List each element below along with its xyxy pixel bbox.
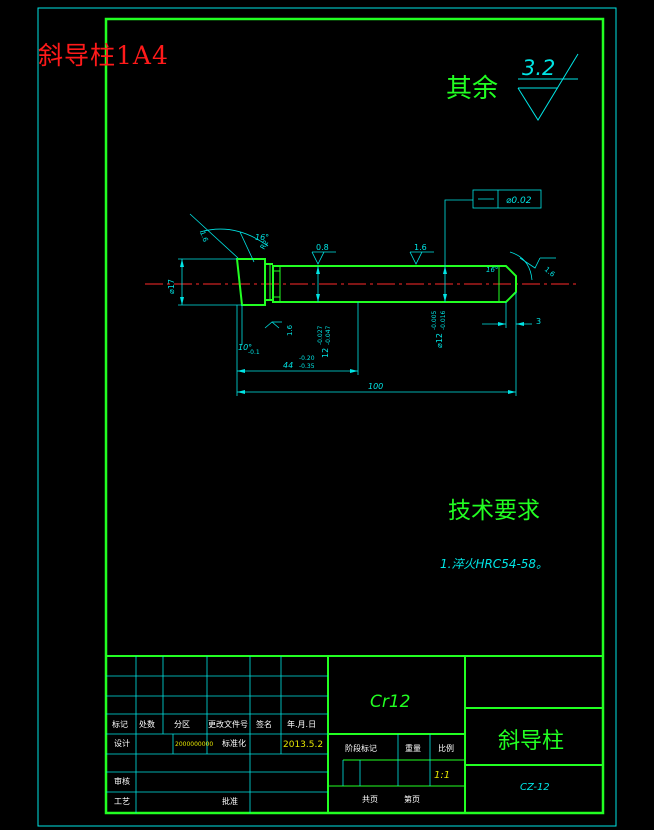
hdr-chushu: 处数 bbox=[139, 719, 155, 729]
row-gongye: 共页 bbox=[362, 795, 378, 804]
dim-len44: 44 bbox=[283, 361, 293, 370]
part-drawing: ⌀17 -0.027 -0.047 12 ⌀12 -0.005 -0.016 4… bbox=[145, 189, 578, 396]
ra-1.6-right: 1.6 bbox=[543, 265, 557, 279]
row-diye: 第页 bbox=[404, 794, 420, 804]
hdr-fenqu: 分区 bbox=[174, 720, 190, 729]
title-drawing-no: CZ-12 bbox=[520, 782, 550, 793]
surface-finish-symbol bbox=[517, 53, 579, 121]
row-sheji: 设计 bbox=[114, 738, 130, 748]
dim-dia12b-tol-upper: -0.005 bbox=[431, 310, 438, 330]
row-date: 2013.5.2 bbox=[283, 740, 323, 750]
title-block bbox=[106, 655, 603, 813]
hdr-nianyueri: 年.月.日 bbox=[287, 719, 316, 729]
dim-dia12-tol-upper: -0.027 bbox=[317, 325, 324, 345]
dim-dia12b-tol-lower: -0.016 bbox=[440, 310, 447, 330]
dim-dia12b: ⌀12 bbox=[435, 333, 444, 348]
overlay-title: 斜导柱1A4 bbox=[38, 41, 169, 70]
inner-frame bbox=[104, 17, 605, 815]
ra-1.6-below-head: 1.6 bbox=[286, 324, 294, 336]
dim-len44-tol-upper: -0.20 bbox=[299, 355, 315, 362]
tolerance-frame-value: ⌀0.02 bbox=[506, 196, 532, 206]
surface-finish-value: 3.2 bbox=[522, 56, 555, 80]
row-gongyi: 工艺 bbox=[114, 797, 130, 806]
dim-angle16: 16° bbox=[255, 233, 269, 242]
row-biaozhunhua: 标准化 bbox=[222, 738, 246, 748]
row-bili: 比例 bbox=[438, 743, 454, 753]
dim-len100: 100 bbox=[368, 382, 383, 391]
ra-0.8: 0.8 bbox=[316, 243, 329, 252]
tech-req-item-1: 1.淬火HRC54-58。 bbox=[440, 557, 548, 571]
head-section bbox=[235, 258, 266, 306]
title-part-name: 斜导柱 bbox=[498, 729, 564, 754]
dim-dia17: ⌀17 bbox=[167, 279, 176, 294]
title-scale: 1:1 bbox=[434, 770, 450, 781]
surface-finish-label: 其余 bbox=[446, 74, 498, 104]
dim-angle16-right: 16° bbox=[486, 266, 498, 274]
ra-1.6-left: 1.6 bbox=[198, 230, 210, 244]
dim-len3: 3 bbox=[536, 317, 541, 326]
tech-req-heading: 技术要求 bbox=[448, 498, 540, 524]
dim-angle10: 10° bbox=[238, 343, 252, 352]
row-jieduan: 阶段标记 bbox=[345, 743, 377, 753]
dim-dia12: 12 bbox=[321, 348, 330, 358]
hdr-wenjian: 更改文件号 bbox=[208, 719, 248, 729]
dim-dia12-tol-lower: -0.047 bbox=[325, 325, 332, 345]
row-zhongliang: 重量 bbox=[405, 743, 421, 753]
row-shenhe: 审核 bbox=[114, 776, 130, 786]
row-pizhun: 批准 bbox=[222, 796, 238, 806]
hdr-qianming: 签名 bbox=[256, 719, 272, 729]
hdr-biaoji: 标记 bbox=[112, 719, 128, 729]
row-number: 2000000000 bbox=[175, 741, 213, 748]
dim-angle10-tol: -0.1 bbox=[248, 349, 260, 356]
dim-r2: R2 bbox=[259, 239, 271, 251]
title-material: Cr12 bbox=[370, 692, 411, 712]
ra-1.6-top: 1.6 bbox=[414, 243, 427, 252]
dim-len44-tol-lower: -0.35 bbox=[299, 363, 315, 370]
outer-sheet-border bbox=[37, 7, 617, 827]
